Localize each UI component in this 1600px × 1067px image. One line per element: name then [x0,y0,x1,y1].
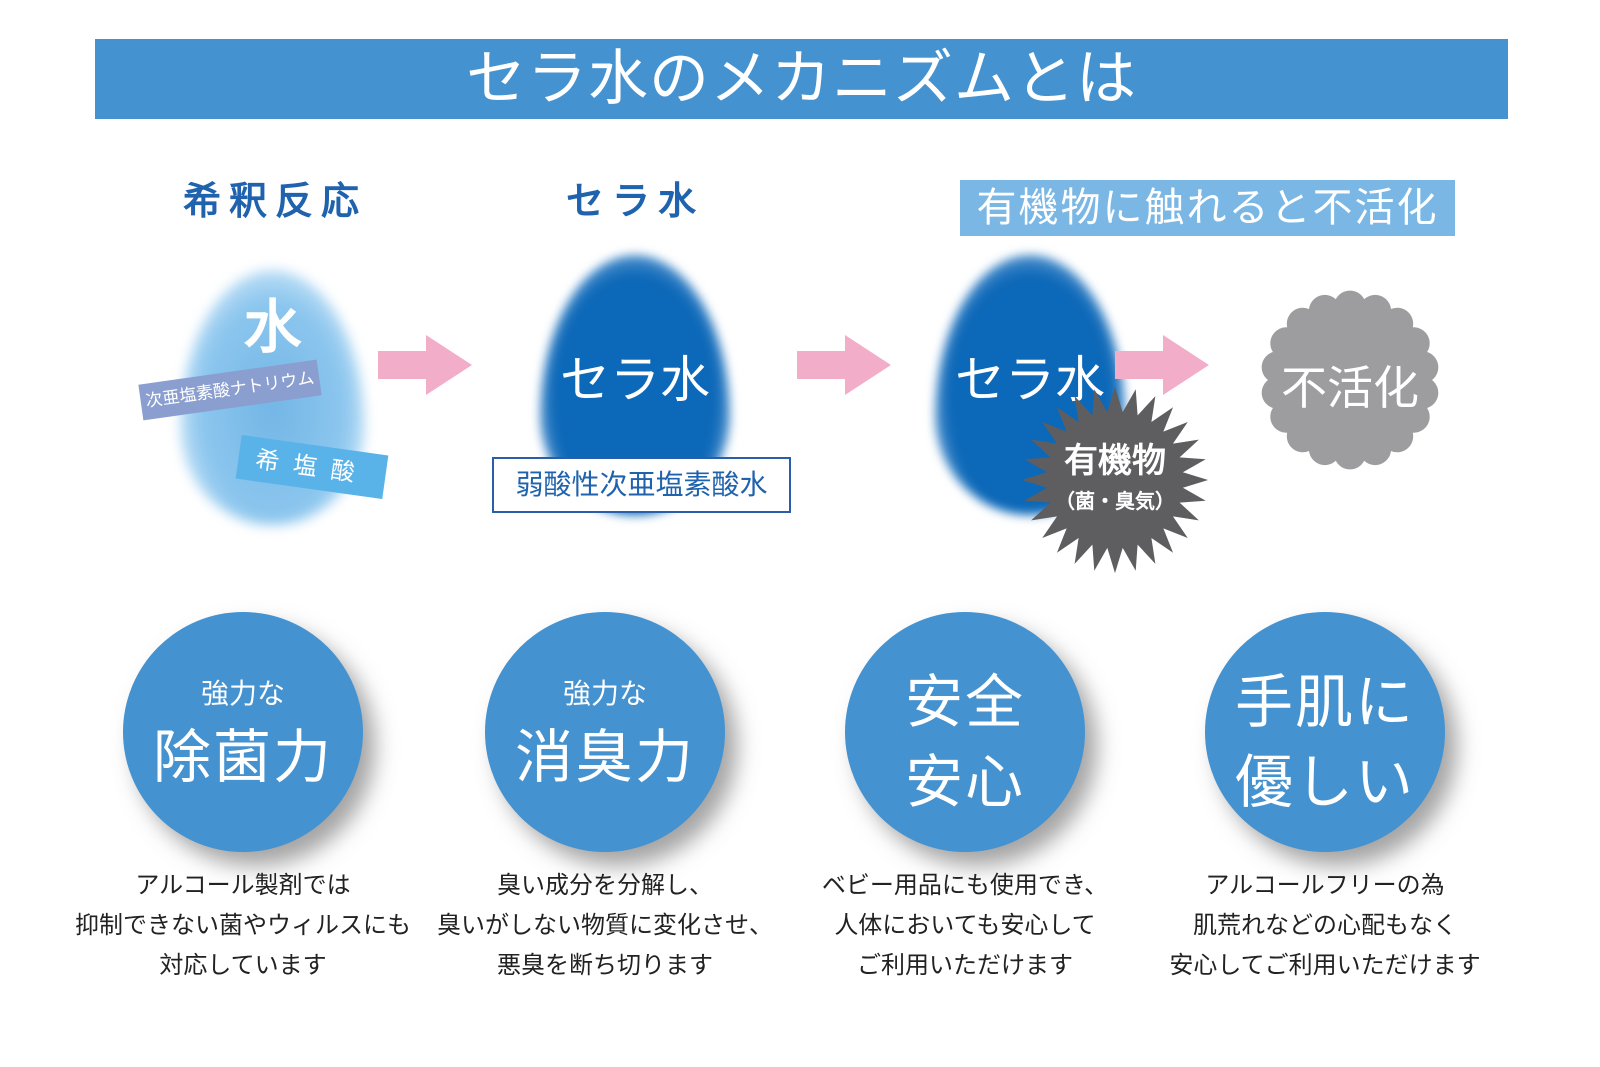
desc-line: 人体においても安心して [834,911,1096,939]
desc-line: 安心してご利用いただけます [1169,951,1481,979]
desc-line: ベビー用品にも使用でき、 [821,871,1109,899]
sera-water-drop-contact-label: セラ水 [955,351,1105,409]
inactivated-flower-icon [1261,290,1439,470]
desc-line: アルコール製剤では [135,871,351,899]
weak-acid-hypochlorous-box: 弱酸性次亜塩素酸水 [492,457,791,513]
desc-line: 臭い成分を分解し、 [497,871,713,899]
feature-circle-safety [845,612,1085,852]
desc-line: 肌荒れなどの心配もなく [1193,911,1457,939]
sera-water-drop-label: セラ水 [560,351,710,409]
page-title: セラ水のメカニズムとは [466,44,1137,114]
desc-line: 対応しています [159,951,327,979]
organic-matter-label: 有機物 [1064,441,1166,481]
title-banner: セラ水のメカニズムとは [95,39,1508,119]
step-heading-sera-water: セラ水 [565,179,704,223]
organic-matter-sublabel: （菌・臭気） [1055,489,1175,513]
feature-circle-skin-friendly [1205,612,1445,852]
desc-line: 悪臭を断ち切ります [497,951,713,979]
feature-big-label-line1: 安全 [904,668,1025,736]
feature-circle-sterilization [123,612,363,852]
desc-line: ご利用いただけます [857,951,1073,979]
feature-big-label: 消臭力 [514,723,695,791]
feature-small-label: 強力な [200,677,285,710]
feature-description: ベビー用品にも使用でき、 人体においても安心して ご利用いただけます [775,865,1155,985]
feature-description: アルコール製剤では 抑制できない菌やウィルスにも 対応しています [53,865,433,985]
step-heading-dilution: 希釈反応 [182,179,367,223]
water-drop-label: 水 [243,293,302,361]
feature-description: アルコールフリーの為 肌荒れなどの心配もなく 安心してご利用いただけます [1135,865,1515,985]
arrow-right-icon [797,335,891,395]
feature-circle-deodorization [485,612,725,852]
desc-line: 抑制できない菌やウィルスにも [75,911,411,939]
organic-matter-burst-icon [1021,386,1209,574]
arrow-right-icon [378,335,472,395]
arrow-right-icon [1115,335,1209,395]
feature-big-label-line1: 手肌に [1234,668,1415,736]
feature-description: 臭い成分を分解し、 臭いがしない物質に変化させ、 悪臭を断ち切ります [415,865,795,985]
desc-line: 臭いがしない物質に変化させ、 [437,911,773,939]
feature-big-label-line2: 優しい [1234,748,1415,816]
feature-big-label-line2: 安心 [904,748,1025,816]
inactivated-label: 不活化 [1281,361,1419,415]
feature-small-label: 強力な [562,677,647,710]
feature-big-label: 除菌力 [152,723,333,791]
step-heading-inactivation: 有機物に触れると不活化 [960,180,1455,236]
desc-line: アルコールフリーの為 [1205,871,1445,899]
